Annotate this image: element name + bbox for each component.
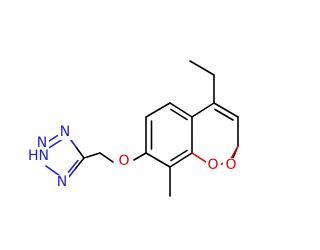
- tetrazole-n1-label: N: [57, 174, 67, 190]
- benzene-ring: [145, 102, 193, 168]
- bond-c7-ether-o: [133, 152, 147, 161]
- bond-tetrazole-n1-c5: [67, 167, 77, 179]
- ethyl-group: [189, 60, 215, 104]
- pyranone-ring: [191, 102, 239, 166]
- ring-oxygen-label: O: [207, 157, 218, 173]
- bond-o1-c8a: [191, 152, 207, 163]
- ether-oxygen-label: O: [118, 153, 129, 169]
- tetrazole-n4-label: N: [60, 124, 70, 140]
- bond-c5-c6: [145, 102, 171, 118]
- bond-c4-c3: [213, 102, 239, 118]
- bond-tetrazole-c5-n4: [75, 146, 85, 159]
- carbonyl-oxygen-label: O: [225, 157, 236, 173]
- bond-c8-c8a: [169, 152, 193, 168]
- bond-ch2-tetrazole-c5: [83, 152, 101, 159]
- bond-c4a-c5-double: [170, 108, 188, 121]
- bond-ethyl-ch2-ch3: [189, 60, 215, 76]
- bond-c7-c8: [145, 152, 171, 168]
- bond-c4a-c5: [169, 102, 193, 118]
- tetrazole-n2h-label: HN: [28, 148, 49, 164]
- bond-tetrazole-n1-c5-c-part: [75, 157, 85, 169]
- bond-tetrazole-n1-c5-double: [67, 159, 79, 173]
- bond-c4a-c4: [191, 102, 215, 118]
- tetrazole-n3-label: N: [37, 135, 47, 151]
- bond-tetrazole-n2-n1: [45, 165, 61, 177]
- bond-c8-c8a-double: [170, 149, 188, 162]
- molecule-structure-diagram: N N HN N O O O: [18, 60, 239, 197]
- bond-c4-c3-double: [214, 108, 234, 121]
- bond-tetrazole-n4-n3-double: [48, 138, 63, 149]
- atom-labels: N N HN N O O O: [18, 124, 238, 190]
- ether-linkage: [83, 152, 147, 163]
- bond-ether-o-ch2: [99, 152, 114, 163]
